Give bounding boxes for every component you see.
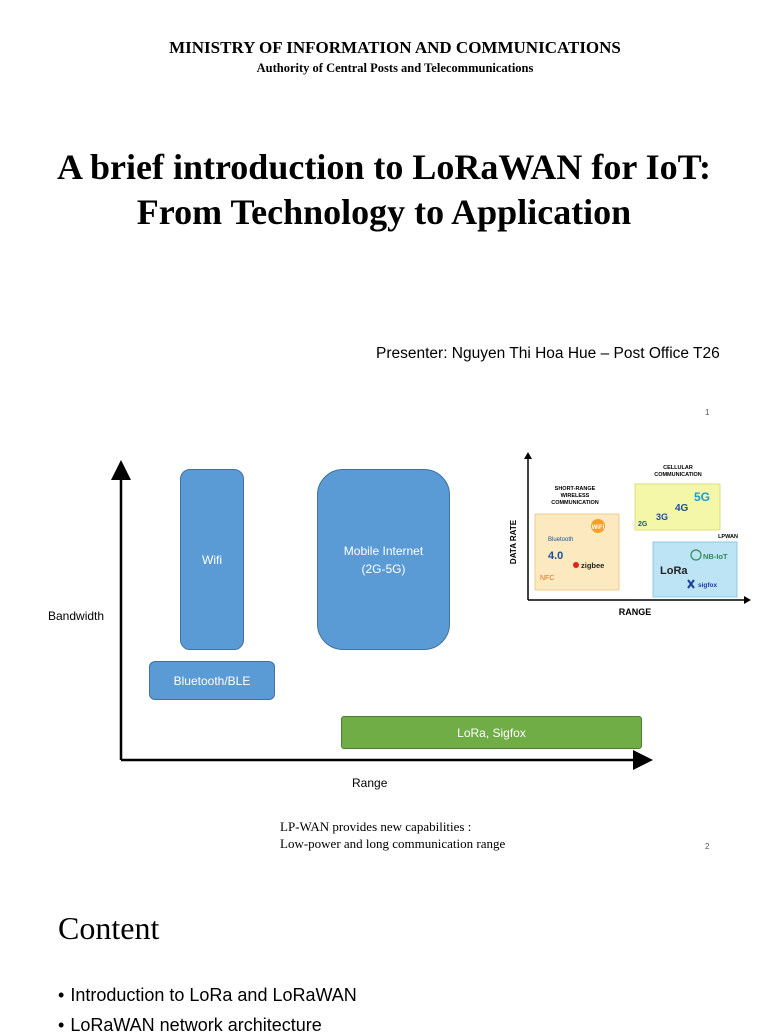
svg-text:CELLULAR: CELLULAR (663, 465, 693, 471)
g5-logo: 5G (694, 490, 710, 504)
page-number-2: 2 (705, 842, 710, 851)
mobile-internet-label-line1: Mobile Internet (343, 543, 424, 558)
authority-subheading: Authority of Central Posts and Telecommu… (256, 61, 534, 75)
zigbee-logo: zigbee (581, 561, 604, 570)
svg-text:SHORT-RANGE: SHORT-RANGE (555, 486, 596, 492)
mobile-internet-box: Mobile Internet (2G-5G) (317, 469, 450, 650)
nbiot-logo: NB-IoT (703, 552, 728, 561)
bluetooth-ble-box: Bluetooth/BLE (149, 661, 275, 700)
g4-logo: 4G (675, 503, 689, 514)
title-line-1: A brief introduction to LoRaWAN for IoT: (56, 147, 711, 187)
sigfox-logo: sigfox (698, 582, 718, 589)
bluetooth-ble-label: Bluetooth/BLE (173, 673, 251, 688)
bullet-item-1: •Introduction to LoRa and LoRaWAN (58, 985, 357, 1005)
mobile-internet-label-line2: (2G-5G) (361, 561, 406, 576)
inset-xlabel: RANGE (619, 607, 652, 617)
ministry-heading: MINISTRY OF INFORMATION AND COMMUNICATIO… (169, 38, 621, 57)
content-heading: Content (58, 910, 160, 946)
lpwan-comparison-figure: DATA RATE RANGE SHORT-RANGE WIRELESS COM… (509, 452, 751, 617)
lora-sigfox-label: LoRa, Sigfox (457, 725, 526, 740)
lora-sigfox-box: LoRa, Sigfox (341, 716, 642, 749)
wifi-logo-bg (591, 519, 605, 533)
bullet-dot-icon: • (58, 1015, 65, 1035)
bullet-item-2: •LoRaWAN network architecture (58, 1015, 322, 1035)
presenter-line: Presenter: Nguyen Thi Hoa Hue – Post Off… (376, 345, 720, 362)
svg-text:COMMUNICATION: COMMUNICATION (654, 472, 702, 478)
short-range-region (534, 513, 620, 591)
inset-ylabel: DATA RATE (509, 519, 518, 564)
g2-logo: 2G (638, 521, 648, 528)
wifi-box: Wifi (180, 469, 244, 650)
lpwan-region (652, 541, 738, 598)
caption-line-1: LP-WAN provides new capabilities : (280, 819, 472, 834)
svg-text:WIRELESS: WIRELESS (561, 493, 590, 499)
page-number-1: 1 (705, 408, 710, 417)
svg-text:COMMUNICATION: COMMUNICATION (551, 500, 599, 506)
title-line-2: From Technology to Application (136, 192, 632, 232)
lora-logo: LoRa (660, 565, 688, 577)
caption-line-2: Low-power and long communication range (280, 836, 506, 851)
bt-version: 4.0 (548, 550, 563, 562)
wifi-box-label: Wifi (202, 552, 222, 567)
cellular-region (634, 483, 721, 531)
range-axis-label: Range (352, 776, 388, 790)
bluetooth-logo: Bluetooth (548, 537, 573, 543)
svg-text:LPWAN: LPWAN (718, 534, 738, 540)
g3-logo: 3G (656, 512, 668, 522)
nfc-logo: NFC (540, 575, 554, 582)
bandwidth-axis-label: Bandwidth (48, 609, 105, 623)
wifi-logo: WiFi (592, 525, 605, 531)
bullet-dot-icon: • (58, 985, 65, 1005)
